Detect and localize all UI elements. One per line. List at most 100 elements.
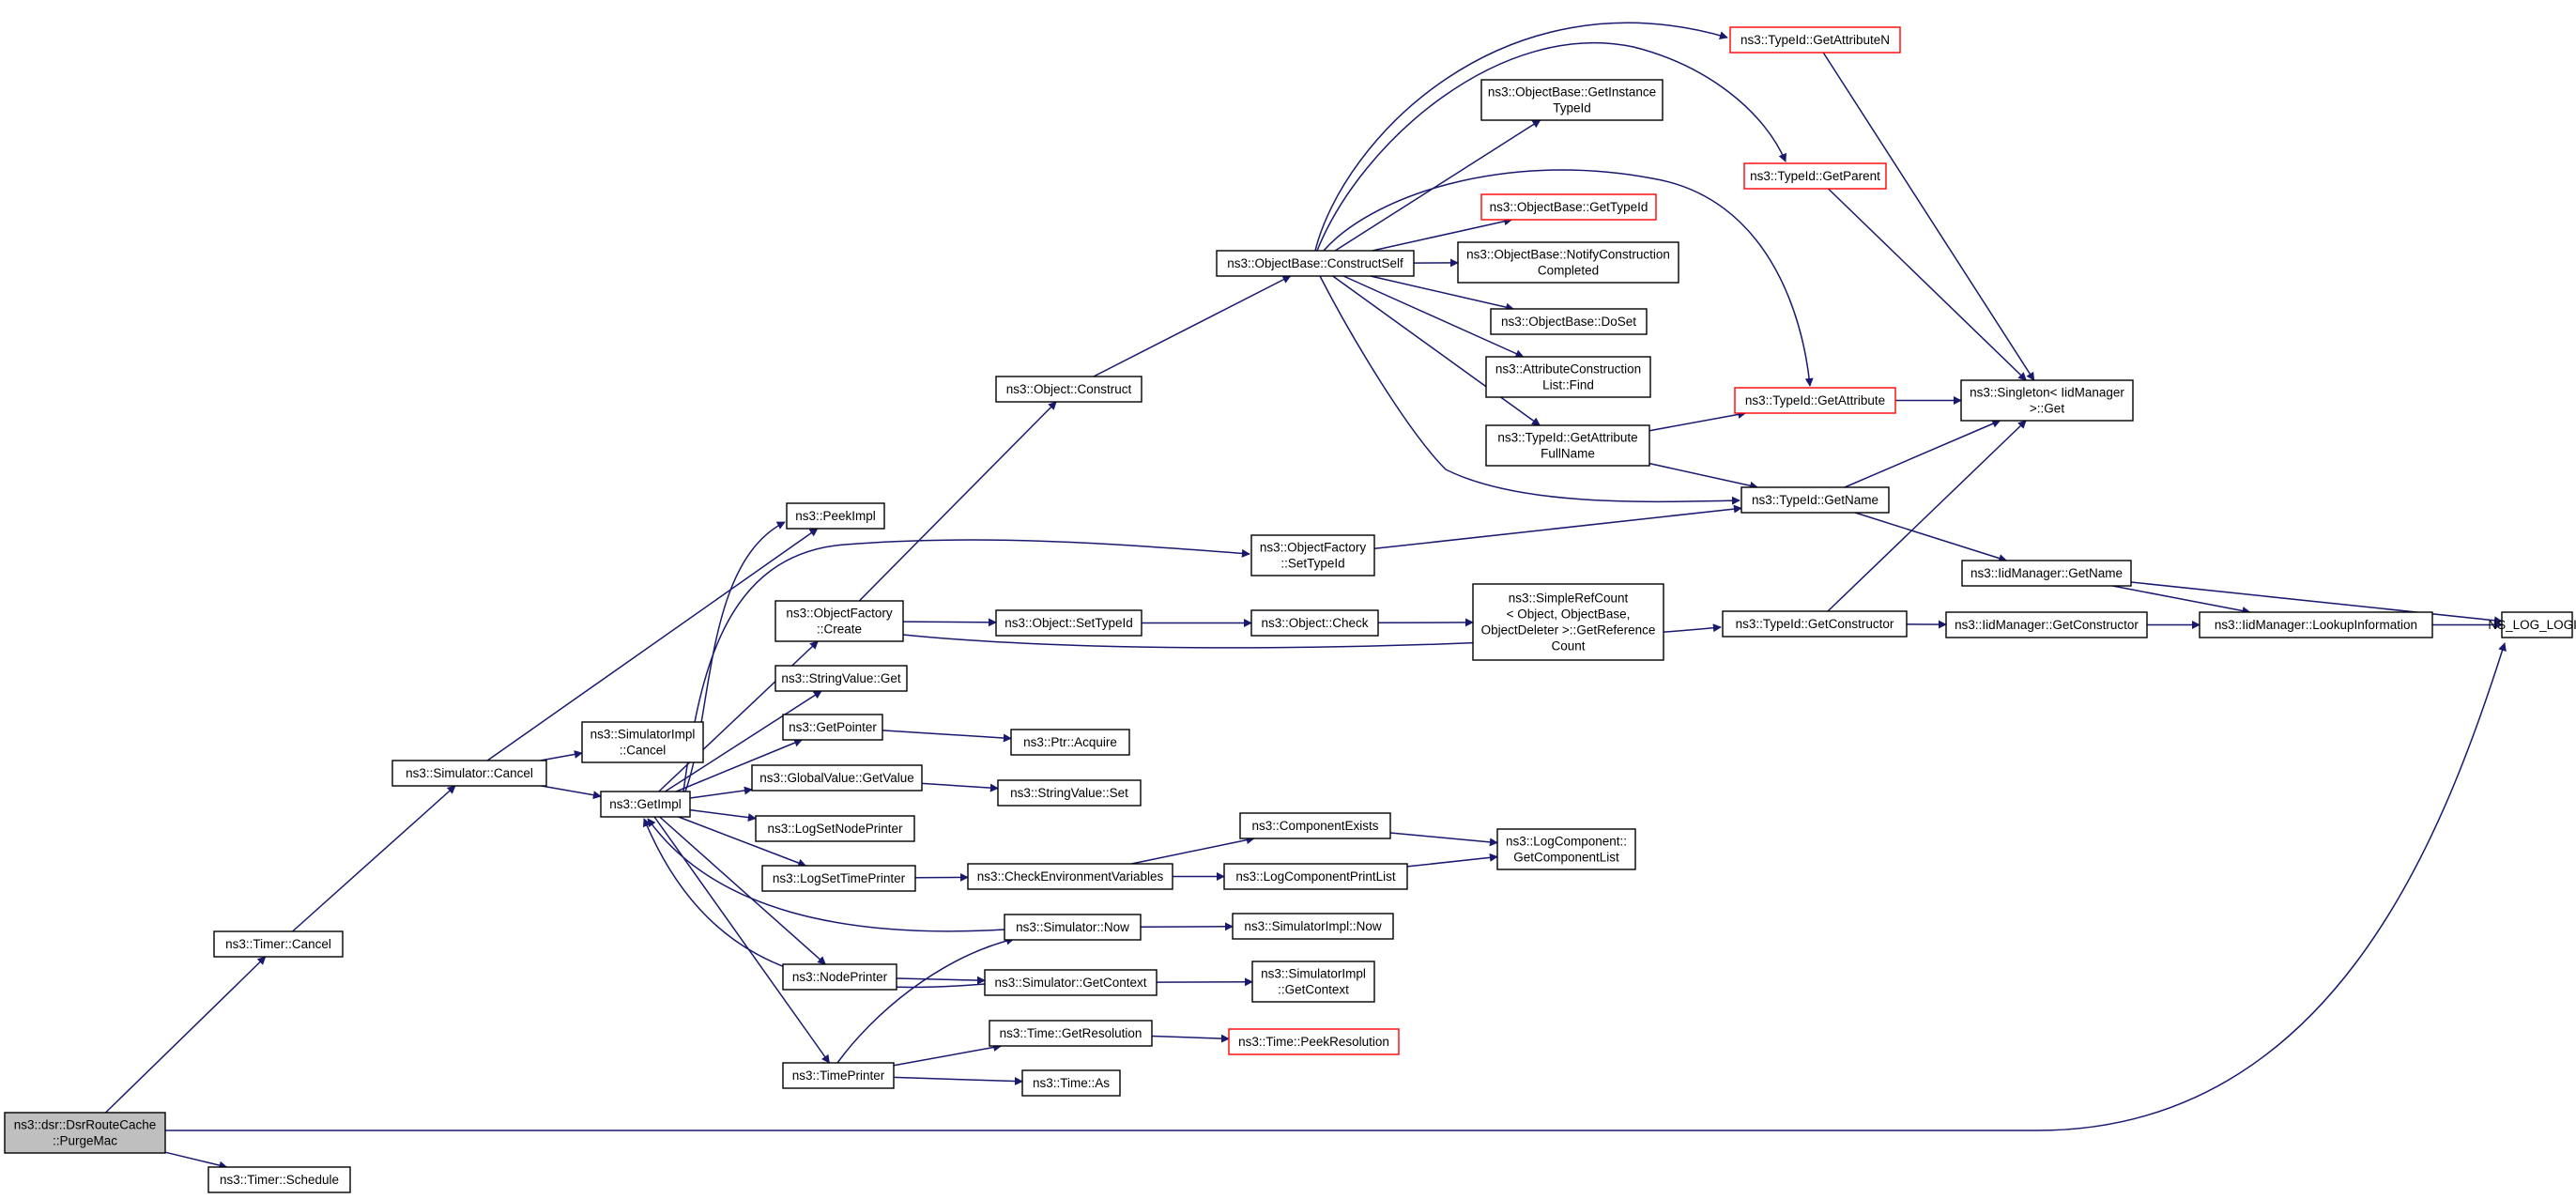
edge-tidgetname-to-iidgetname bbox=[1854, 512, 2008, 562]
node-label: ns3::Time::PeekResolution bbox=[1238, 1035, 1389, 1049]
node-simimplcancel[interactable]: ns3::SimulatorImpl::Cancel bbox=[581, 721, 704, 763]
node-simcancel[interactable]: ns3::Simulator::Cancel bbox=[391, 760, 547, 787]
node-box bbox=[751, 764, 923, 792]
node-nslog[interactable]: NS_LOG_LOGIC bbox=[2488, 611, 2576, 638]
node-label: ns3::TypeId::GetName bbox=[1752, 493, 1878, 507]
node-box bbox=[1722, 610, 1908, 638]
node-label: ObjectDeleter >::GetReference bbox=[1481, 623, 1656, 638]
edge-obconstructself-to-tidgetname bbox=[1319, 275, 1740, 505]
node-label: List::Find bbox=[1542, 378, 1594, 392]
node-timeprinter[interactable]: ns3::TimePrinter bbox=[782, 1062, 895, 1089]
node-iidlookup[interactable]: ns3::IidManager::LookupInformation bbox=[2199, 611, 2433, 638]
node-tidgetparent[interactable]: ns3::TypeId::GetParent bbox=[1743, 162, 1887, 190]
node-label: ns3::ObjectBase::DoSet bbox=[1501, 315, 1636, 329]
node-gvgetvalue[interactable]: ns3::GlobalValue::GetValue bbox=[751, 764, 923, 792]
node-simnow[interactable]: ns3::Simulator::Now bbox=[1004, 914, 1142, 941]
node-label: ns3::Simulator::Cancel bbox=[406, 766, 533, 780]
node-label: ns3::SimulatorImpl bbox=[1261, 967, 1366, 981]
node-simimplnow[interactable]: ns3::SimulatorImpl::Now bbox=[1232, 913, 1394, 940]
node-label: ::Cancel bbox=[620, 744, 667, 758]
node-objconstruct[interactable]: ns3::Object::Construct bbox=[995, 376, 1142, 403]
node-nodeprinter[interactable]: ns3::NodePrinter bbox=[782, 963, 897, 991]
node-box bbox=[1945, 611, 2148, 638]
node-simimplgetctx[interactable]: ns3::SimulatorImpl::GetContext bbox=[1251, 961, 1375, 1003]
node-box bbox=[761, 865, 916, 892]
node-logsetnode[interactable]: ns3::LogSetNodePrinter bbox=[755, 815, 915, 842]
node-getpointer[interactable]: ns3::GetPointer bbox=[782, 714, 883, 741]
node-label: NS_LOG_LOGIC bbox=[2488, 618, 2576, 632]
node-box bbox=[213, 930, 344, 958]
node-timegetres[interactable]: ns3::Time::GetResolution bbox=[989, 1020, 1153, 1047]
node-label: GetComponentList bbox=[1513, 851, 1619, 865]
node-logsettime[interactable]: ns3::LogSetTimePrinter bbox=[761, 865, 916, 892]
node-obconstructself[interactable]: ns3::ObjectBase::ConstructSelf bbox=[1216, 250, 1415, 277]
node-box bbox=[995, 609, 1142, 637]
node-timeas[interactable]: ns3::Time::As bbox=[1021, 1069, 1121, 1097]
edge-simcancel-to-peekimpl bbox=[486, 528, 819, 761]
node-label: ns3::PeekImpl bbox=[795, 509, 876, 523]
edge-nodeprinter-to-simgetctx bbox=[896, 976, 986, 985]
node-label: ns3::StringValue::Set bbox=[1010, 786, 1128, 800]
edge-obconstructself-to-acfind bbox=[1342, 275, 1525, 358]
node-getimpl[interactable]: ns3::GetImpl bbox=[600, 791, 691, 818]
node-ofcreate[interactable]: ns3::ObjectFactory::Create bbox=[774, 600, 904, 642]
node-box bbox=[782, 714, 883, 741]
edge-gvgetvalue-to-strset bbox=[921, 782, 999, 792]
node-box bbox=[786, 502, 885, 530]
node-objsettypeid[interactable]: ns3::Object::SetTypeId bbox=[995, 609, 1142, 637]
node-simplerefcount[interactable]: ns3::SimpleRefCount< Object, ObjectBase,… bbox=[1472, 583, 1664, 661]
node-tidgetattr[interactable]: ns3::TypeId::GetAttribute bbox=[1734, 387, 1896, 414]
node-label: ns3::TypeId::GetAttribute bbox=[1745, 393, 1885, 407]
node-box bbox=[2501, 611, 2573, 638]
node-box bbox=[1216, 250, 1415, 277]
node-logcompprint[interactable]: ns3::LogComponentPrintList bbox=[1223, 863, 1408, 890]
edge-obconstructself-to-tidgetattrfull bbox=[1332, 275, 1541, 426]
node-label: ::SetTypeId bbox=[1280, 557, 1344, 571]
edge-timeprinter-to-simnow bbox=[836, 936, 1015, 1064]
node-label: ns3::TypeId::GetConstructor bbox=[1736, 617, 1894, 631]
node-peekimpl[interactable]: ns3::PeekImpl bbox=[786, 502, 885, 530]
node-label: FullName bbox=[1541, 447, 1595, 461]
edge-checkenv-to-compexists bbox=[1131, 836, 1255, 865]
node-label: ns3::SimulatorImpl::Now bbox=[1244, 919, 1382, 933]
node-label: ns3::Singleton< IidManager bbox=[1970, 386, 2124, 400]
node-box bbox=[1228, 1028, 1400, 1055]
node-obdoset[interactable]: ns3::ObjectBase::DoSet bbox=[1490, 308, 1648, 335]
node-timersched[interactable]: ns3::Timer::Schedule bbox=[207, 1166, 351, 1193]
node-box bbox=[984, 969, 1158, 996]
node-tidgetattrn[interactable]: ns3::TypeId::GetAttributeN bbox=[1729, 26, 1901, 54]
node-obnotify[interactable]: ns3::ObjectBase::NotifyConstructionCompl… bbox=[1457, 241, 1679, 284]
node-tidgetctor[interactable]: ns3::TypeId::GetConstructor bbox=[1722, 610, 1908, 638]
node-label: < Object, ObjectBase, bbox=[1507, 607, 1631, 622]
node-label: ns3::IidManager::GetConstructor bbox=[1955, 618, 2139, 632]
function-nodes: ns3::dsr::DsrRouteCache::PurgeMacns3::Ti… bbox=[4, 26, 2576, 1193]
node-strget[interactable]: ns3::StringValue::Get bbox=[774, 665, 908, 692]
node-timepeekres[interactable]: ns3::Time::PeekResolution bbox=[1228, 1028, 1400, 1055]
node-label: ns3::TypeId::GetParent bbox=[1750, 169, 1880, 183]
node-label: ns3::SimulatorImpl bbox=[590, 728, 696, 742]
node-label: ns3::AttributeConstruction bbox=[1495, 362, 1641, 377]
node-label: TypeId bbox=[1553, 101, 1591, 115]
node-box bbox=[1480, 193, 1657, 221]
node-singletonget[interactable]: ns3::Singleton< IidManager>::Get bbox=[1960, 379, 2134, 422]
node-ofsettypeid[interactable]: ns3::ObjectFactory::SetTypeId bbox=[1250, 534, 1375, 576]
node-obgettypeid[interactable]: ns3::ObjectBase::GetTypeId bbox=[1480, 193, 1657, 221]
node-checkenv[interactable]: ns3::CheckEnvironmentVariables bbox=[967, 863, 1173, 890]
node-tidgetname[interactable]: ns3::TypeId::GetName bbox=[1740, 486, 1890, 514]
node-simgetctx[interactable]: ns3::Simulator::GetContext bbox=[984, 969, 1158, 996]
node-box bbox=[967, 863, 1173, 890]
node-compexists[interactable]: ns3::ComponentExists bbox=[1239, 812, 1391, 839]
node-iidgetctor[interactable]: ns3::IidManager::GetConstructor bbox=[1945, 611, 2148, 638]
node-objcheck[interactable]: ns3::Object::Check bbox=[1250, 609, 1379, 637]
node-box bbox=[1729, 26, 1901, 54]
node-iidgetname[interactable]: ns3::IidManager::GetName bbox=[1961, 560, 2132, 587]
node-timercancel[interactable]: ns3::Timer::Cancel bbox=[213, 930, 344, 958]
node-ptracquire[interactable]: ns3::Ptr::Acquire bbox=[1010, 729, 1130, 756]
node-strset[interactable]: ns3::StringValue::Set bbox=[997, 779, 1142, 807]
node-logcompgetlist[interactable]: ns3::LogComponent::GetComponentList bbox=[1496, 828, 1636, 870]
node-box bbox=[581, 721, 704, 763]
